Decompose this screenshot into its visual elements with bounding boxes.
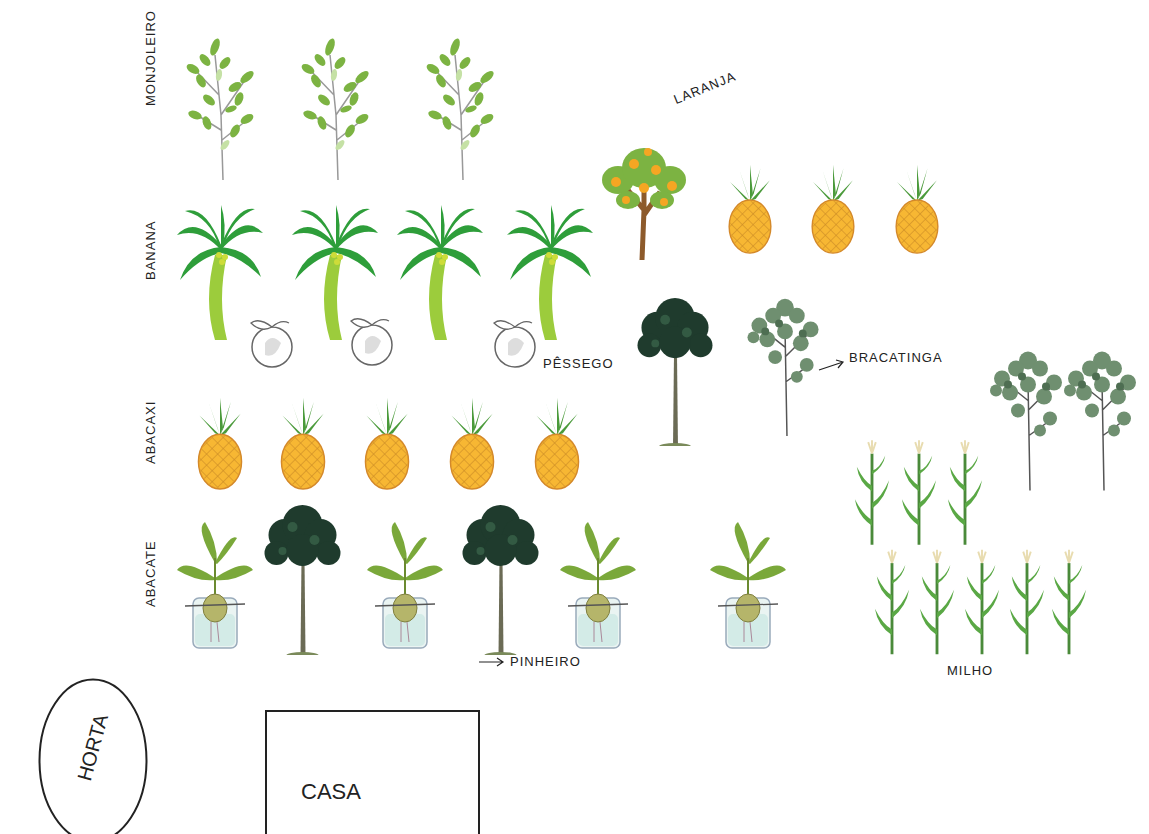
node-text: CASA bbox=[301, 779, 361, 805]
tree-label: PINHEIRO bbox=[510, 655, 581, 669]
row-label: MONJOLEIRO bbox=[144, 10, 158, 106]
garden-circle: HORTA bbox=[38, 678, 148, 834]
monjoleiro-row bbox=[185, 37, 496, 180]
house-box: CASA bbox=[265, 710, 480, 834]
peach-row bbox=[251, 319, 535, 367]
orange-tree bbox=[602, 148, 686, 260]
field-label: MILHO bbox=[947, 664, 993, 678]
tree-label: PÊSSEGO bbox=[543, 357, 614, 371]
bracatinga-trees bbox=[748, 299, 1136, 491]
pointer-arrows bbox=[479, 360, 843, 666]
row-label: ABACATE bbox=[144, 540, 158, 607]
row-label: ABACAXI bbox=[144, 401, 158, 464]
pineapple-row-top bbox=[729, 165, 938, 253]
avocado-pine-row bbox=[177, 505, 786, 658]
tree-label: BRACATINGA bbox=[849, 351, 943, 365]
row-label: BANANA bbox=[144, 221, 158, 280]
pineapple-row bbox=[198, 398, 578, 489]
tree-label: LARANJA bbox=[672, 69, 738, 107]
pine-tree bbox=[638, 298, 713, 449]
corn-field bbox=[855, 440, 1086, 654]
